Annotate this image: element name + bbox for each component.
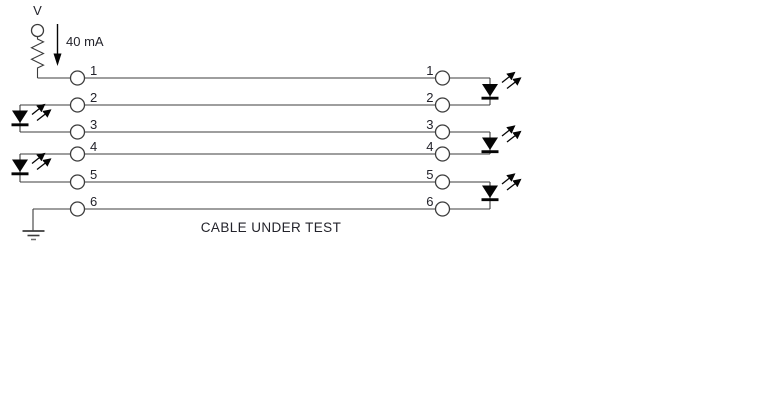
cable-wires bbox=[20, 77, 490, 210]
led-right-1-2-lightray2-icon bbox=[506, 77, 522, 90]
terminal-left-2 bbox=[69, 97, 86, 113]
pin-label-left-3: 3 bbox=[90, 117, 97, 132]
right-terminals: 1 2 3 4 5 6 bbox=[426, 63, 451, 217]
led-right-1-2 bbox=[481, 71, 522, 105]
led-right-5-6-lightray-icon bbox=[501, 173, 516, 185]
voltage-source-label: V bbox=[33, 3, 42, 18]
led-right-3-4-icon bbox=[482, 137, 498, 150]
terminal-right-4 bbox=[434, 146, 451, 162]
led-left-2-3-lightray-icon bbox=[31, 103, 46, 116]
voltage-source-terminal bbox=[30, 23, 45, 38]
pin-label-right-2: 2 bbox=[426, 90, 433, 105]
terminal-left-6 bbox=[69, 201, 86, 217]
led-left-4-5-lightray2-icon bbox=[36, 158, 52, 171]
terminal-right-6 bbox=[434, 201, 451, 217]
current-arrow-head-icon bbox=[53, 53, 62, 66]
led-left-2-3-icon bbox=[12, 110, 28, 123]
pin-label-right-5: 5 bbox=[426, 167, 433, 182]
pin-label-left-4: 4 bbox=[90, 139, 97, 154]
led-right-5-6-lightray2-icon bbox=[506, 178, 522, 191]
current-indicator: 40 mA bbox=[53, 24, 104, 66]
pin-label-right-3: 3 bbox=[426, 117, 433, 132]
current-label: 40 mA bbox=[66, 34, 104, 49]
led-left-4-5 bbox=[11, 152, 52, 182]
terminal-right-2 bbox=[434, 97, 451, 113]
resistor-icon bbox=[30, 36, 45, 78]
pin-label-right-1: 1 bbox=[426, 63, 433, 78]
led-right-5-6-icon bbox=[482, 185, 498, 198]
led-right-3-4 bbox=[481, 125, 522, 154]
pin-label-right-6: 6 bbox=[426, 194, 433, 209]
led-right-1-2-lightray-icon bbox=[501, 71, 516, 84]
led-right-3-4-lightray-icon bbox=[501, 125, 516, 137]
led-left-4-5-icon bbox=[12, 159, 28, 172]
pin-label-left-2: 2 bbox=[90, 90, 97, 105]
terminal-right-3 bbox=[434, 124, 451, 140]
terminal-left-1 bbox=[69, 70, 86, 86]
terminal-left-4 bbox=[69, 146, 86, 162]
terminal-right-5 bbox=[434, 174, 451, 190]
led-left-2-3 bbox=[11, 103, 52, 132]
terminal-left-5 bbox=[69, 174, 86, 190]
led-right-5-6 bbox=[481, 173, 522, 209]
terminal-right-1 bbox=[434, 70, 451, 86]
left-terminals: 1 2 3 4 5 6 bbox=[69, 63, 97, 217]
ground-icon bbox=[22, 209, 45, 241]
cable-under-test-label: CABLE UNDER TEST bbox=[201, 220, 341, 235]
pin-label-left-1: 1 bbox=[90, 63, 97, 78]
led-left-4-5-lightray-icon bbox=[31, 152, 46, 165]
led-right-3-4-lightray2-icon bbox=[506, 130, 522, 143]
led-left-2-3-lightray2-icon bbox=[36, 109, 52, 122]
voltage-source: V bbox=[30, 3, 45, 78]
pin-label-left-5: 5 bbox=[90, 167, 97, 182]
pin-label-left-6: 6 bbox=[90, 194, 97, 209]
led-right-1-2-icon bbox=[482, 84, 498, 97]
pin-label-right-4: 4 bbox=[426, 139, 433, 154]
terminal-left-3 bbox=[69, 124, 86, 140]
